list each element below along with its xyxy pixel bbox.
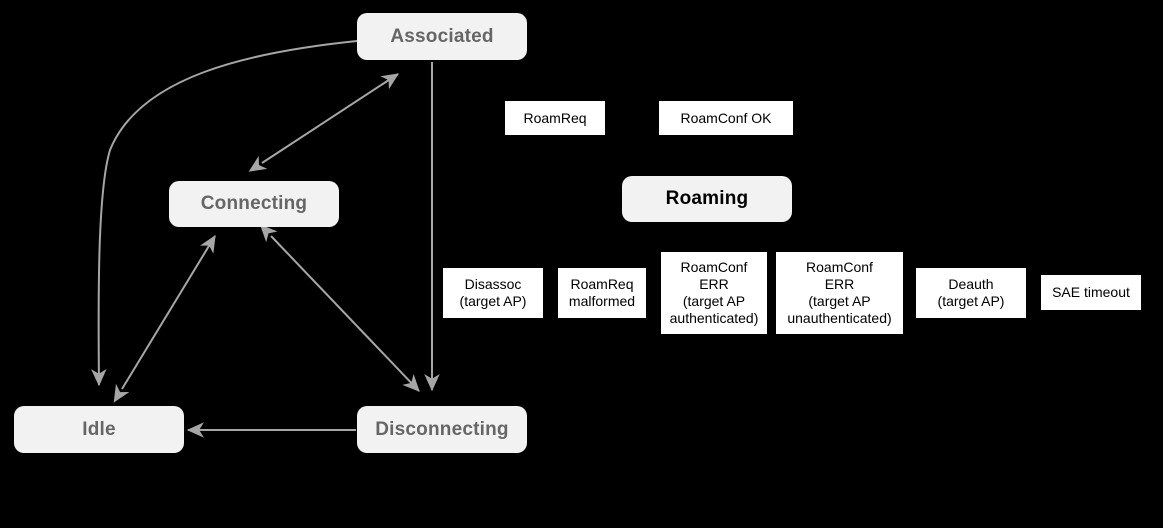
event-label-roamconf-err-unauthenticated: RoamConf ERR (target AP unauthenticated) — [776, 252, 903, 334]
event-label-sae-timeout: SAE timeout — [1041, 275, 1141, 310]
edge-connecting-disconnecting — [259, 224, 420, 392]
state-label: Disconnecting — [375, 418, 509, 440]
event-label-roamreq: RoamReq — [505, 101, 605, 135]
state-node-idle[interactable]: Idle — [14, 406, 184, 453]
state-label: Associated — [390, 25, 494, 47]
state-label: Roaming — [665, 188, 749, 209]
state-label: Idle — [82, 418, 116, 440]
edge-idle-connecting — [113, 234, 216, 403]
state-node-disconnecting[interactable]: Disconnecting — [357, 406, 527, 453]
event-label-roamconf-ok: RoamConf OK — [659, 101, 793, 135]
state-node-associated[interactable]: Associated — [357, 13, 527, 60]
event-label-roamreq-malformed: RoamReq malformed — [558, 268, 646, 318]
event-label-deauth-target-ap: Deauth (target AP) — [916, 268, 1026, 318]
state-node-roaming[interactable]: Roaming — [622, 176, 792, 222]
event-label-disassoc-target-ap: Disassoc (target AP) — [443, 268, 543, 318]
event-label-roamconf-err-authenticated: RoamConf ERR (target AP authenticated) — [661, 252, 767, 334]
state-node-connecting[interactable]: Connecting — [169, 181, 339, 227]
state-label: Connecting — [200, 193, 308, 214]
edge-connecting-associated — [248, 73, 400, 172]
